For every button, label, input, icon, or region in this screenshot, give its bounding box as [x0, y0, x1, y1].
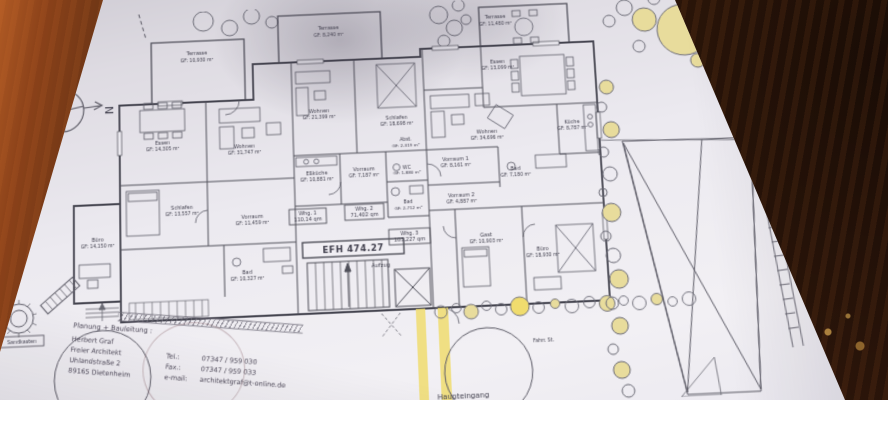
room-area: GF: 13,099 m²: [481, 65, 514, 72]
room-name: Eßküche: [306, 170, 328, 177]
boundary-dashed-line: [139, 14, 146, 40]
room-area: GF: 8,161 m²: [441, 162, 472, 169]
windows: [117, 39, 608, 261]
room-area: GF: 18,930 m²: [526, 252, 560, 260]
room-area: GF: 7,187 m²: [349, 172, 380, 179]
interior-walls: [119, 41, 610, 322]
room-area: GF: 31,747 m²: [228, 149, 262, 156]
room-name: Terrasse: [185, 51, 207, 58]
room-name: Büro: [92, 237, 104, 244]
room-name: Küche: [564, 119, 580, 126]
room-name: Abst.: [400, 137, 412, 143]
sandbox-label: Sandkasten: [7, 339, 36, 347]
room-area: GF: 14,150 m²: [81, 243, 115, 251]
room-name: Bad: [242, 270, 252, 277]
room-area: GF: 2,712 m²: [394, 205, 423, 212]
room-area: GF: 1,880 m²: [393, 169, 421, 176]
room-name: Bad: [510, 166, 520, 172]
room-name: Bad: [404, 199, 413, 205]
room-name: Terrasse: [484, 14, 506, 21]
building-walls: [73, 2, 610, 324]
room-area: GF: 2,319 m²: [392, 142, 420, 149]
room-name: Vorraum: [353, 166, 375, 173]
room-name: Essen: [490, 59, 505, 65]
turning-circle: [443, 326, 535, 419]
room-area: GF: 7,180 m²: [500, 171, 531, 178]
svg-text:110,14 qm: 110,14 qm: [294, 216, 322, 223]
room-name: Schlafen: [171, 205, 193, 212]
room-name: Schlafen: [385, 115, 407, 122]
shrub-row: [434, 289, 696, 321]
room-area: GF: 8,787 m²: [557, 125, 588, 132]
room-name: Vorraum 2: [448, 192, 475, 199]
room-area: GF: 10,327 m²: [230, 275, 264, 283]
furniture: [78, 7, 607, 310]
room-area: GF: 10,930 m²: [180, 57, 213, 64]
elevator-label: Aufzug: [371, 262, 390, 269]
room-area: GF: 14,305 m²: [146, 146, 180, 153]
room-name: Büro: [536, 246, 548, 253]
elevator: [394, 268, 431, 307]
room-name: Wohnen: [476, 129, 497, 136]
room-area: GF: 11,480 m²: [479, 21, 512, 28]
room-name: Vorraum 1: [442, 156, 469, 163]
room-name: Terrasse: [317, 25, 339, 32]
bike-parking-label: Fahrr. St.: [533, 337, 554, 344]
parking-area: [622, 135, 771, 396]
room-name: Vorraum: [241, 214, 263, 221]
room-name: Gast: [480, 232, 492, 239]
north-label: N: [102, 106, 115, 115]
room-area: GF: 34,696 m²: [470, 134, 504, 141]
room-area: GF: 8,240 m²: [314, 32, 344, 39]
svg-text:71,402 qm: 71,402 qm: [350, 212, 378, 219]
svg-text:103,227 qm: 103,227 qm: [394, 236, 426, 243]
room-name: Wohnen: [309, 108, 330, 115]
room-area: GF: 10,903 m²: [469, 238, 503, 246]
room-name: Essen: [155, 140, 170, 147]
room-name: Wohnen: [234, 144, 255, 151]
